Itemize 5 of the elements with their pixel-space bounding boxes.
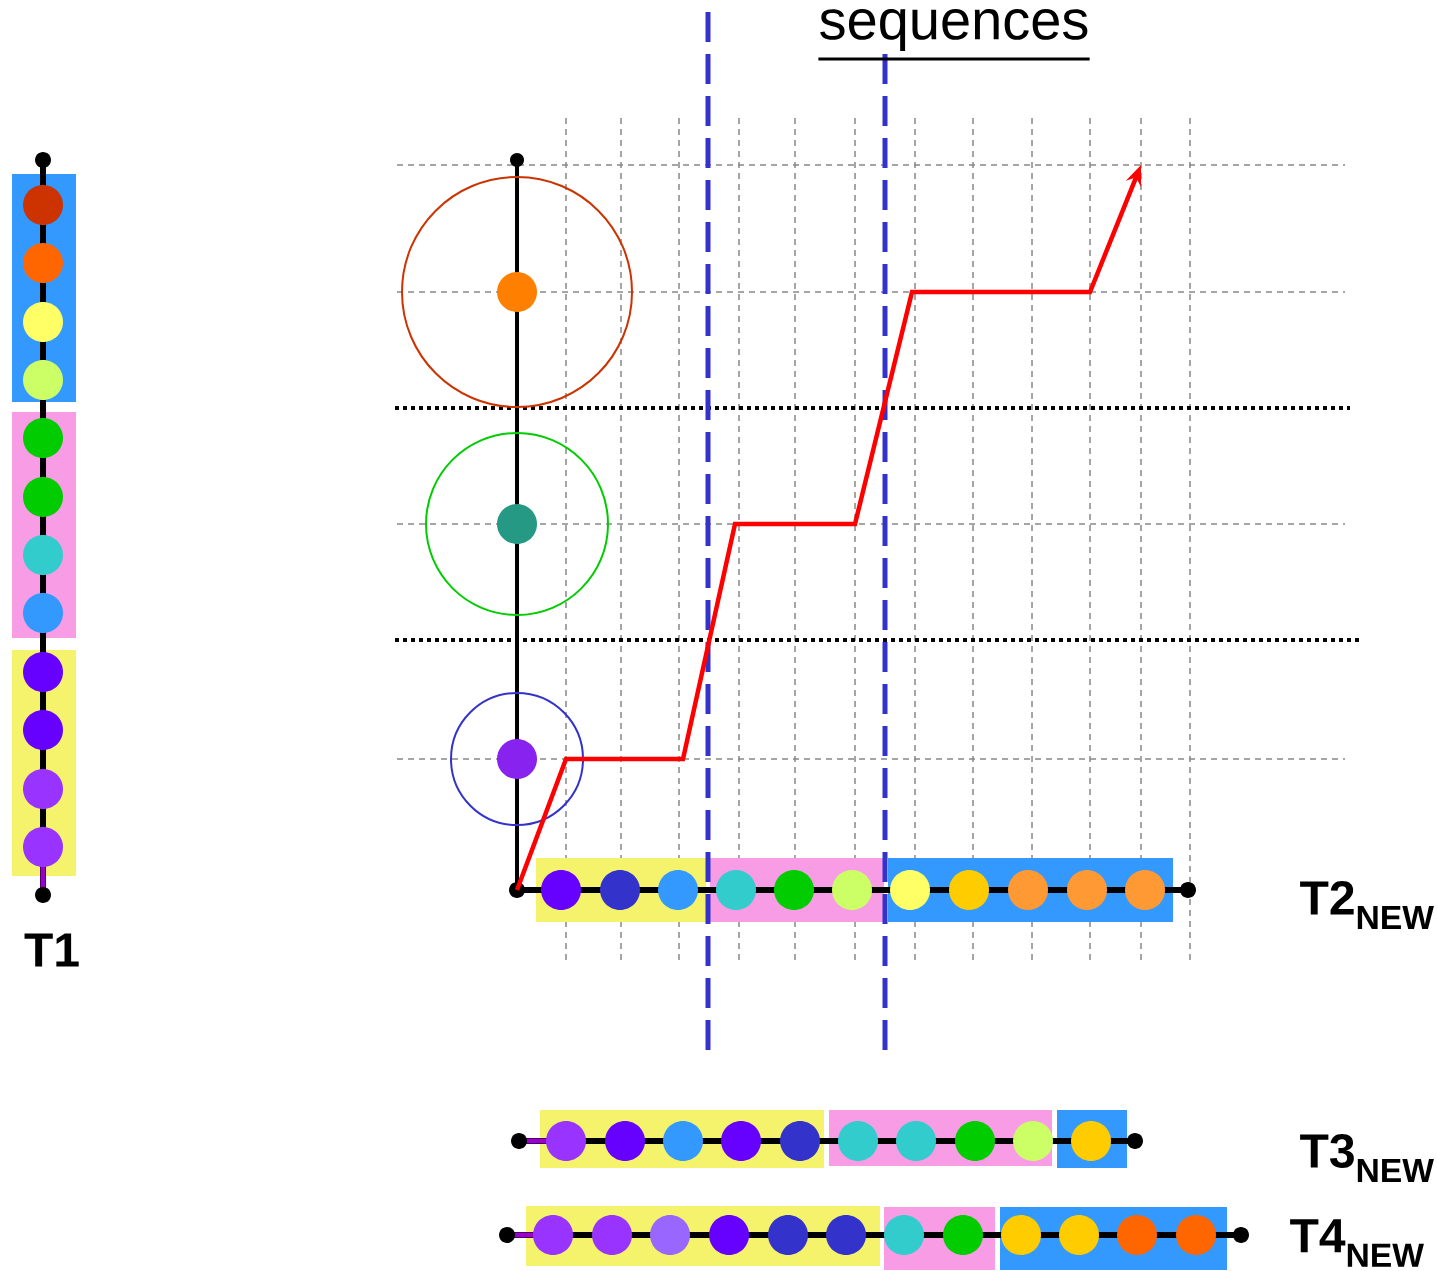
heading: sequences — [818, 9, 1090, 61]
sequence-label: T2$_{NEW}$ — [1300, 880, 1434, 930]
sequence-label: T1 — [24, 933, 79, 967]
sequence-label: T3$_{NEW}$ — [1300, 1133, 1434, 1183]
sequence-label: T4$_{NEW}$ — [1290, 1219, 1424, 1267]
